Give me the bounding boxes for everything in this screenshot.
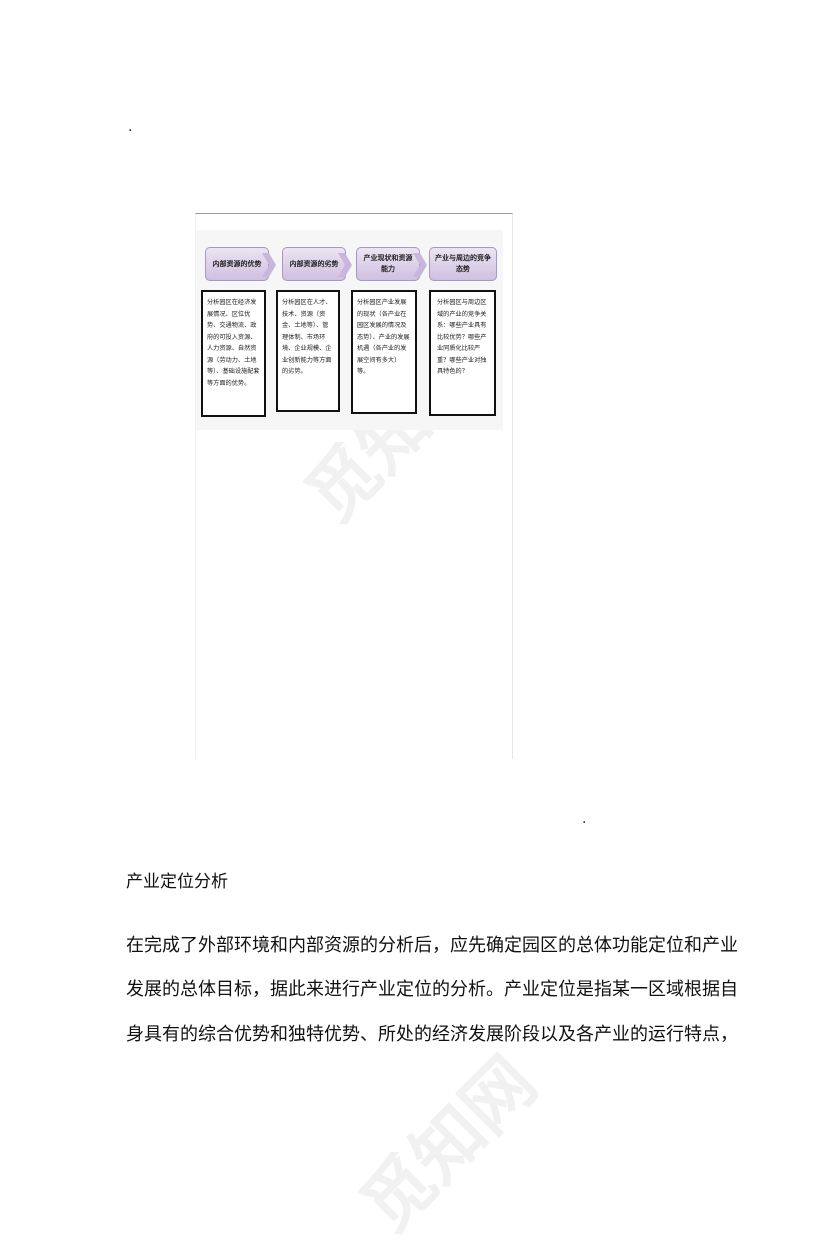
chevron-right-icon [338,253,352,277]
step-title-1: 内部资源的优势 [205,247,269,281]
analysis-flow-diagram: 内部资源的优势 内部资源的劣势 产业现状和资源能力 产业与周边的竞争态势 分析园… [196,230,503,430]
page-dot: . [128,119,133,135]
step-body-3: 分析园区产业发展的现状（各产业在园区发展的情况及态势）、产业的发展机遇（各产业的… [351,290,417,414]
section-heading: 产业定位分析 [126,872,228,892]
chevron-right-icon [262,253,276,277]
watermark-text: 觅知网 [345,1041,553,1248]
step-title-3: 产业现状和资源能力 [356,247,420,281]
step-body-2: 分析园区在人才、技术、资源（资金、土地等）、管理体制、市场环境、企业规模、企业创… [276,290,340,412]
page-dot: . [582,811,587,827]
paragraph-line: 在完成了外部环境和内部资源的分析后，应先确定园区的总体功能定位和产业 [126,935,738,956]
step-body-4: 分析园区与周边区域的产业的竞争关系：哪些产业具有比较优势？哪些产业同质化比较严重… [429,290,496,416]
step-body-1: 分析园区在经济发展情况、区位优势、交通物流、政府的可投入资源、人力资源、自然资源… [201,290,266,417]
chevron-right-icon [413,253,427,277]
step-title-4: 产业与周边的竞争态势 [429,247,497,281]
paragraph-line: 身具有的综合优势和独特优势、所处的经济发展阶段以及各产业的运行特点， [126,1024,738,1045]
paragraph-line: 发展的总体目标，据此来进行产业定位的分析。产业定位是指某一区域根据自 [126,979,738,1000]
figure-frame [195,213,513,759]
step-title-2: 内部资源的劣势 [282,247,346,281]
watermark: 觅知网 [335,1031,555,1250]
